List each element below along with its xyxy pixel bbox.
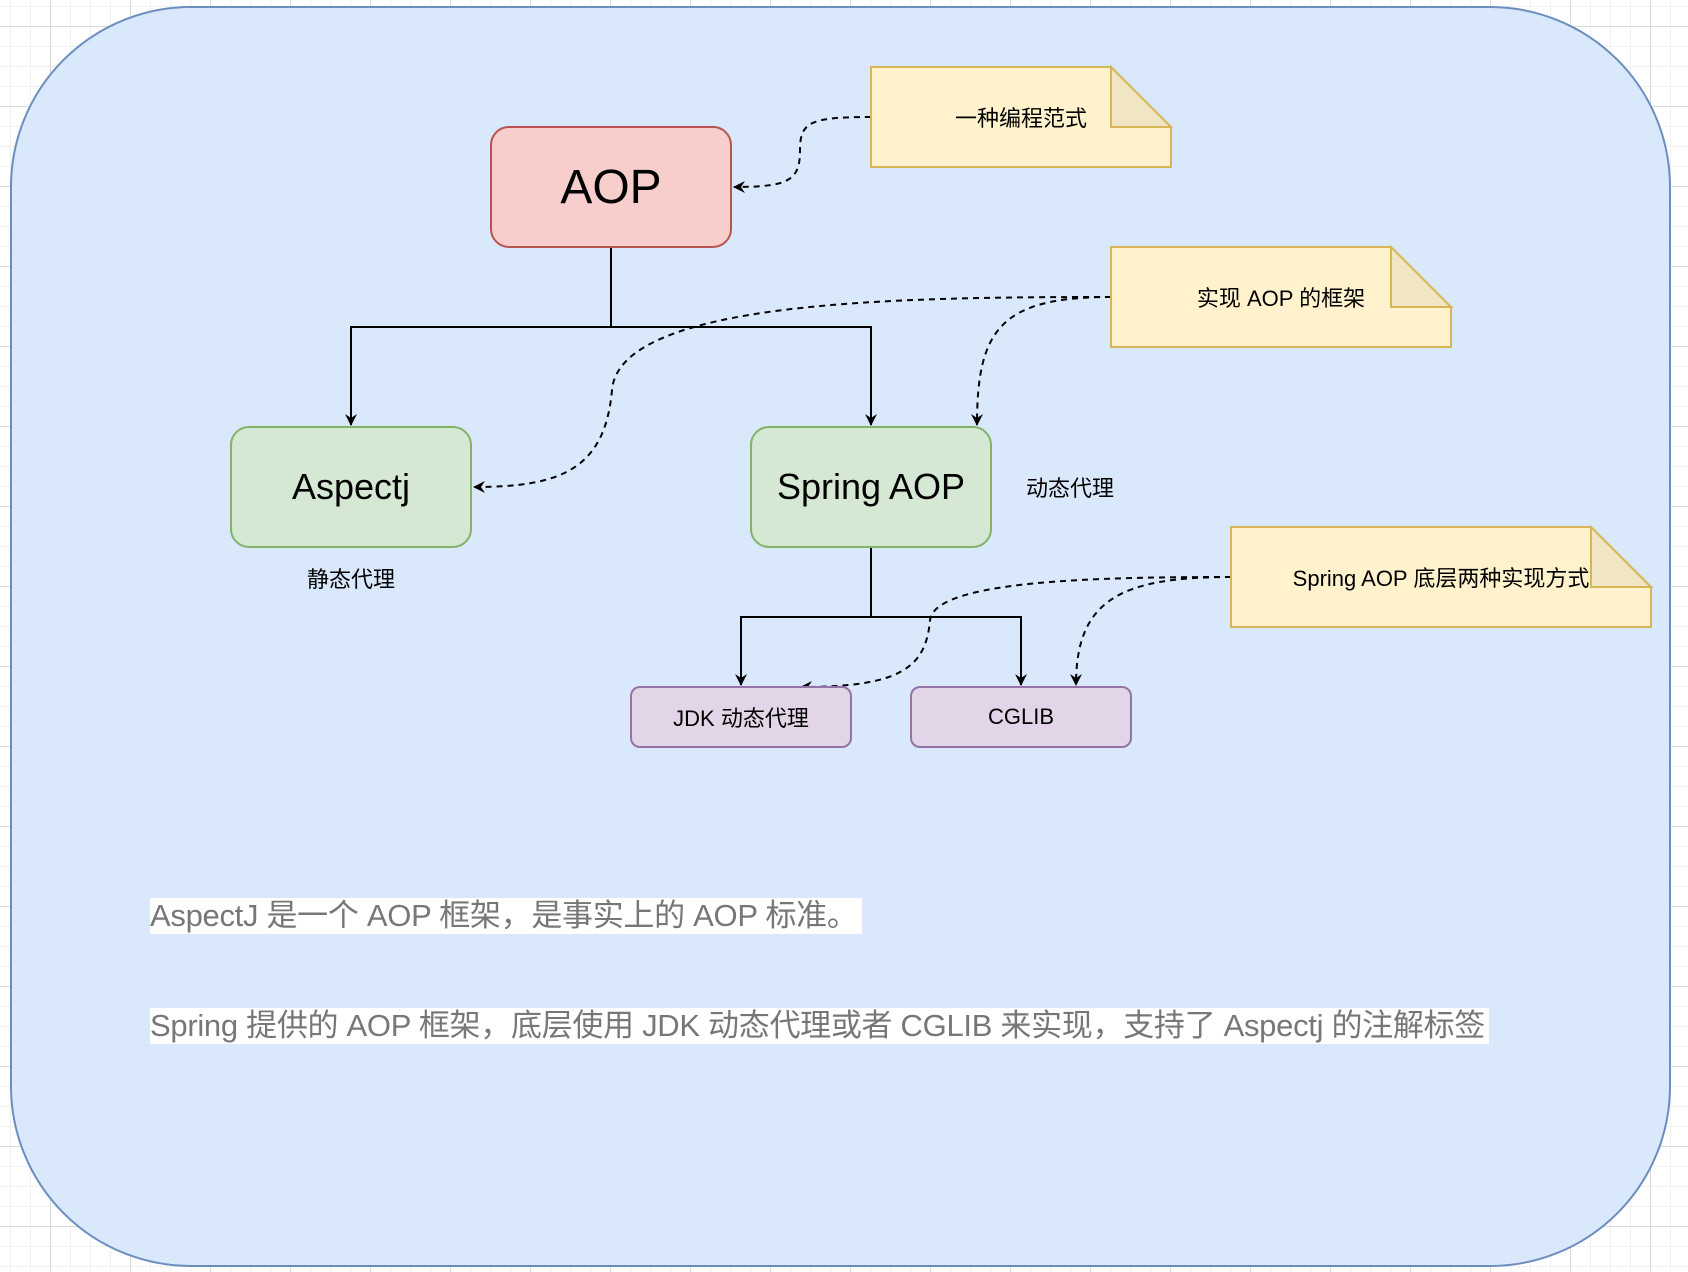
description-aspectj-text: AspectJ 是一个 AOP 框架，是事实上的 AOP 标准。 xyxy=(150,898,858,933)
node-jdk-label: JDK 动态代理 xyxy=(673,706,809,731)
description-spring[interactable]: Spring 提供的 AOP 框架，底层使用 JDK 动态代理或者 CGLIB … xyxy=(150,1008,1489,1044)
note-impl-shape xyxy=(1230,526,1652,628)
node-aspectj[interactable]: Aspectj xyxy=(231,427,471,547)
note-edge-framework-spring xyxy=(971,296,1112,426)
node-jdk-shape xyxy=(630,686,852,748)
note-paradigm-fold xyxy=(1110,64,1174,128)
node-jdk[interactable]: JDK 动态代理 xyxy=(631,687,851,747)
label-dynamic-proxy[interactable]: 动态代理 xyxy=(1010,471,1130,503)
note-paradigm-shape xyxy=(870,66,1172,168)
note-impl[interactable]: Spring AOP 底层两种实现方式 xyxy=(1231,557,1651,597)
note-edge-paradigm-aop xyxy=(733,116,872,193)
note-impl-text: Spring AOP 底层两种实现方式 xyxy=(1292,566,1590,591)
node-aop-shape xyxy=(490,126,732,248)
label-static-proxy-text: 静态代理 xyxy=(306,567,395,592)
note-edge-impl-jdk xyxy=(800,576,1232,693)
note-impl-fold xyxy=(1590,524,1654,588)
node-aspectj-shape xyxy=(230,426,472,548)
edge-aop-spring xyxy=(611,326,877,426)
edge-spring-cglib xyxy=(871,616,1027,686)
node-cglib[interactable]: CGLIB xyxy=(911,687,1131,747)
node-spring-aop[interactable]: Spring AOP xyxy=(751,427,991,547)
note-framework-text: 实现 AOP 的框架 xyxy=(1196,286,1366,311)
note-paradigm-text: 一种编程范式 xyxy=(954,106,1087,131)
description-aspectj[interactable]: AspectJ 是一个 AOP 框架，是事实上的 AOP 标准。 xyxy=(150,898,862,934)
node-spring-aop-shape xyxy=(750,426,992,548)
note-framework-shape xyxy=(1110,246,1452,348)
container-shape xyxy=(10,6,1671,1267)
note-edge-impl-cglib xyxy=(1070,576,1232,686)
note-paradigm[interactable]: 一种编程范式 xyxy=(871,97,1171,137)
note-framework-fold xyxy=(1390,244,1454,308)
note-framework[interactable]: 实现 AOP 的框架 xyxy=(1111,277,1451,317)
description-spring-text: Spring 提供的 AOP 框架，底层使用 JDK 动态代理或者 CGLIB … xyxy=(150,1008,1485,1043)
node-aop[interactable]: AOP xyxy=(491,127,731,247)
node-aop-label: AOP xyxy=(560,160,662,214)
label-static-proxy[interactable]: 静态代理 xyxy=(291,562,411,594)
node-spring-aop-label: Spring AOP xyxy=(776,466,966,507)
edge-aop-aspectj xyxy=(345,247,612,426)
node-cglib-label: CGLIB xyxy=(987,704,1055,729)
node-cglib-shape xyxy=(910,686,1132,748)
note-edge-framework-aspectj xyxy=(473,296,1112,493)
node-aspectj-label: Aspectj xyxy=(291,466,411,507)
label-dynamic-proxy-text: 动态代理 xyxy=(1025,476,1114,501)
edge-spring-jdk xyxy=(735,547,872,686)
